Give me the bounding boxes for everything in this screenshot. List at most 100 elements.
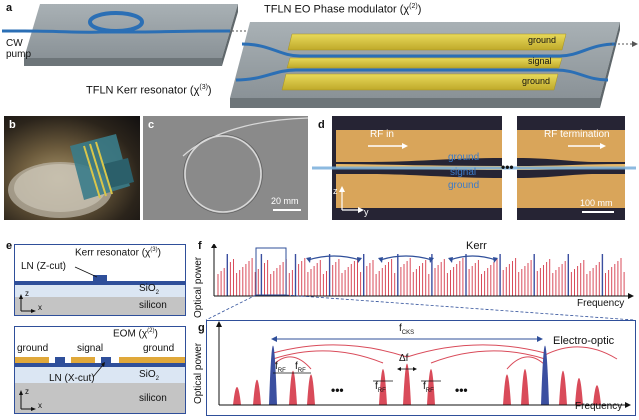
cw-pump-label: CW pump	[6, 38, 31, 60]
a-ground-top-label: ground	[528, 35, 557, 45]
g-fcks-text: f	[399, 323, 402, 334]
kerr-comb-spectrum	[211, 244, 634, 299]
e-kerr-label: Kerr resonator (χ(3))	[75, 247, 161, 259]
d-axis-z: z	[333, 186, 338, 196]
a-signal-label: signal	[528, 56, 552, 66]
e-eom-sup: (2)	[147, 328, 155, 334]
kerr-peak	[269, 345, 277, 405]
g-ylabel: Optical power	[193, 342, 204, 404]
kerr-comb-lines	[217, 254, 625, 296]
eo-peak	[427, 369, 435, 405]
kerr-resonator-label: TFLN Kerr resonator (χ(3))	[86, 84, 212, 97]
eo-arc	[272, 344, 408, 358]
e-ln-zcut-label: LN (Z-cut)	[21, 261, 66, 272]
g-fcks-sub: CKS	[401, 330, 415, 336]
f-kerr-label: Kerr	[466, 240, 487, 252]
eo-arcs	[272, 344, 618, 370]
eo-comb-spectrum	[216, 321, 631, 408]
e-bottom-sio2-label: SiO2	[139, 369, 159, 382]
g-frf-sub-4: RF	[425, 388, 434, 394]
eo-arc	[406, 344, 546, 358]
g-frf-label-2: fRF	[295, 361, 306, 374]
g-frf-label-1: fRF	[275, 361, 286, 374]
a-ground-bottom-label: ground	[522, 76, 551, 86]
eo-peak	[403, 363, 411, 405]
d-ellipsis: •••	[501, 160, 514, 174]
pump-label: pump	[6, 49, 32, 60]
e-eom-cross-section: EOM (χ(2)) ground signal ground LN (X-cu…	[14, 326, 186, 414]
e-kerr-sup: (3)	[150, 247, 158, 253]
eo-peak	[253, 379, 261, 405]
eo-peak	[379, 369, 387, 405]
eo-arc	[506, 356, 546, 370]
electrode-ground-bottom	[281, 73, 559, 91]
e-eom-label: EOM (χ(2))	[113, 328, 158, 340]
g-zoom-box: fCKS Electro-optic Δf fRF fRF fRF fRF ••…	[206, 320, 636, 416]
f-xlabel: Frequency	[577, 298, 625, 309]
kerr-peak	[541, 345, 549, 405]
electrode-ground-top	[287, 33, 567, 51]
panel-c-photo: c 20 mm	[143, 116, 308, 220]
rf-in-label: RF in	[370, 129, 394, 140]
g-ellipsis-left: •••	[331, 383, 344, 397]
e-ground-right-label: ground	[143, 343, 175, 354]
e-bottom-sio2-text: SiO	[139, 369, 156, 380]
e-bottom-sio2-sub: 2	[155, 376, 160, 382]
panel-c-letter: c	[148, 119, 155, 131]
d-ground-top-label: ground	[448, 152, 480, 163]
e-kerr-cross-section: Kerr resonator (χ(3)) LN (Z-cut) SiO2 si…	[14, 244, 186, 316]
e-bottom-silicon-label: silicon	[139, 393, 167, 404]
eo-modulator-label: TFLN EO Phase modulator (χ(2))	[264, 3, 422, 16]
e-top-silicon-label: silicon	[139, 300, 167, 311]
e-eom-text: EOM (χ	[113, 328, 148, 340]
g-eo-label: Electro-optic	[553, 335, 615, 347]
g-frf-text-3: f	[375, 381, 378, 392]
rf-termination-label: RF termination	[544, 129, 610, 140]
g-frf-sub-3: RF	[377, 388, 386, 394]
e-ln-xcut-label: LN (X-cut)	[49, 373, 95, 384]
panel-d-letter: d	[318, 119, 325, 131]
eo-peak	[289, 370, 297, 405]
d-ground-bottom-label: ground	[448, 180, 480, 191]
g-df-label: Δf	[399, 353, 409, 364]
eo-peak	[233, 387, 241, 405]
d-axis-y: y	[364, 207, 369, 217]
ring-resonator	[88, 11, 144, 33]
eo-peak	[521, 369, 529, 405]
d-scale: 100 mm	[580, 198, 613, 208]
e-top-axis-x: x	[38, 303, 42, 312]
g-ellipsis-right: •••	[455, 383, 468, 397]
g-frf-label-3: fRF	[375, 381, 386, 394]
g-frf-sub-1: RF	[277, 368, 286, 374]
chip-on-coin-image	[8, 134, 134, 218]
panel-b-letter: b	[9, 119, 16, 131]
eo-sup: (2)	[409, 3, 418, 10]
e-ground-left-label: ground	[17, 343, 49, 354]
panel-a-letter: a	[6, 2, 13, 14]
e-bottom-axis-z: z	[25, 387, 29, 396]
eo-arc	[544, 346, 618, 360]
panel-e-letter: e	[6, 240, 13, 252]
ring-micrograph-image	[143, 116, 308, 220]
e-top-sio2-label: SiO2	[139, 283, 159, 296]
eo-peak	[575, 378, 583, 405]
panel-a-illustration	[2, 4, 638, 108]
kerr-sup: (3)	[199, 84, 208, 91]
eo-arc	[272, 350, 384, 364]
eo-peak	[307, 374, 315, 405]
eo-modulator-text: TFLN EO Phase modulator (χ	[264, 3, 410, 16]
g-frf-text-4: f	[423, 381, 426, 392]
eo-arc	[430, 350, 546, 364]
e-top-axis-z: z	[25, 289, 29, 298]
eom-cross-section-drawing	[15, 357, 185, 413]
eo-comb-lines	[233, 345, 601, 405]
eo-peak	[503, 374, 511, 405]
kerr-cross-section-drawing	[15, 266, 185, 315]
cw-label: CW	[6, 38, 23, 49]
e-top-sio2-text: SiO	[139, 283, 156, 294]
electrode-signal	[286, 57, 563, 69]
d-signal-label: signal	[450, 167, 477, 178]
panel-d: d RF in RF termination ground signal gro…	[312, 116, 636, 220]
g-frf-text-1: f	[275, 361, 278, 372]
